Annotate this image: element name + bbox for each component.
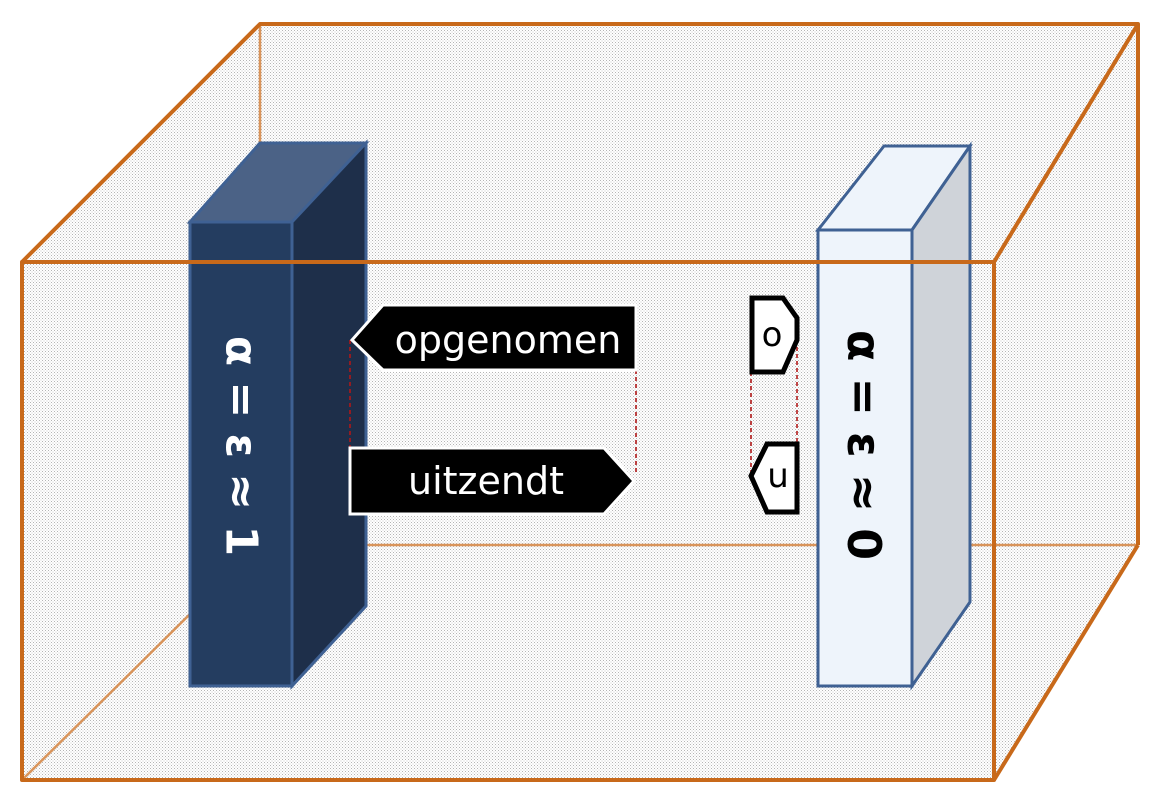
dashed-connectors — [349, 340, 798, 476]
absorbed-arrow-small: o — [749, 295, 800, 375]
emitted-label-small: u — [767, 456, 789, 496]
emitted-arrow-large: uitzendt — [348, 446, 637, 516]
light-slab-front — [816, 228, 914, 688]
dark-slab-side — [290, 139, 368, 690]
dark-slab: α = ε ≈ 1 — [186, 139, 370, 690]
absorbed-arrow-large: opgenomen — [349, 303, 638, 372]
dark-slab-front — [188, 220, 294, 688]
light-slab: α = ε ≈ 0 — [814, 141, 973, 691]
box-front-edges — [20, 22, 1140, 782]
dark-slab-equation: α = ε ≈ 1 — [216, 336, 267, 556]
light-slab-equation: α = ε ≈ 0 — [837, 330, 891, 560]
emitted-label-large: uitzendt — [408, 459, 564, 503]
absorbed-label-large: opgenomen — [395, 318, 622, 362]
light-slab-side — [910, 141, 972, 691]
emitted-arrow-small: u — [748, 441, 800, 515]
absorbed-label-small: o — [762, 315, 783, 355]
